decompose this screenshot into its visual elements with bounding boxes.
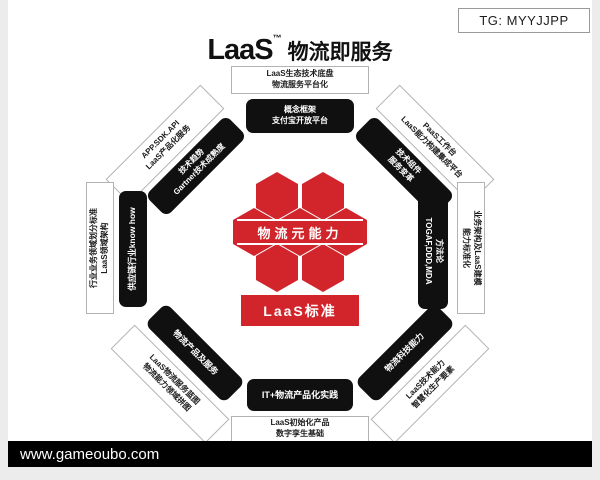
title-brand: LaaS (207, 34, 273, 66)
tg-badge: TG: MYYJJPP (458, 8, 590, 33)
hexagon (302, 172, 344, 220)
bar-label: 支付宝开放平台 (272, 116, 328, 125)
bar-right-inner: 方法论 TOGAF,DDD,MDA (418, 193, 448, 309)
tg-badge-text: TG: MYYJJPP (479, 13, 569, 28)
bar-label: 业务架构及LaaS建模 (472, 210, 482, 286)
bar-right-outer: 业务架构及LaaS建模 能力标准化 (457, 182, 485, 314)
bar-bottom-inner: IT+物流产品化实践 (247, 379, 353, 411)
page-title: LaaS™ 物流即服务 (0, 33, 600, 67)
hexagon (302, 244, 344, 292)
bar-label: LaaS初始化产品 (270, 418, 330, 428)
hexagon (256, 172, 298, 220)
bar-label: 概念框架 (284, 105, 316, 115)
bar-label: 供应链行业know how (127, 207, 138, 291)
watermark-url: www.gameoubo.com (20, 445, 160, 463)
bar-label: LaaS领域架构 (100, 222, 109, 274)
laas-standard-box: LaaS标准 (241, 295, 359, 326)
bar-label: IT+物流产品化实践 (261, 389, 339, 400)
bar-left-outer: 行业业务领域划分标准 LaaS领域架构 (86, 182, 114, 314)
capability-band: 物流元能力 (237, 219, 363, 245)
bar-label: 行业业务领域划分标准 (89, 208, 99, 288)
bar-top-outer: LaaS生态技术底盘 物流服务平台化 (231, 66, 369, 94)
bar-label: 数字孪生基础 (276, 429, 324, 438)
bar-label: 能力标准化 (462, 228, 471, 268)
capability-band-label: 物流元能力 (257, 225, 343, 241)
bar-bottom-outer: LaaS初始化产品 数字孪生基础 (231, 416, 369, 442)
bar-left-inner: 供应链行业know how (119, 191, 147, 307)
bar-top-inner: 概念框架 支付宝开放平台 (246, 99, 354, 133)
bar-label: LaaS生态技术底盘 (266, 69, 334, 79)
hexagon (256, 244, 298, 292)
trademark-symbol: ™ (272, 33, 282, 43)
laas-standard-label: LaaS标准 (263, 302, 337, 319)
title-suffix: 物流即服务 (287, 41, 393, 64)
bar-label: 物流服务平台化 (272, 80, 328, 89)
bar-label: 方法论 (434, 239, 444, 263)
bar-label: TOGAF,DDD,MDA (424, 217, 433, 285)
watermark-bar: www.gameoubo.com (8, 441, 592, 467)
